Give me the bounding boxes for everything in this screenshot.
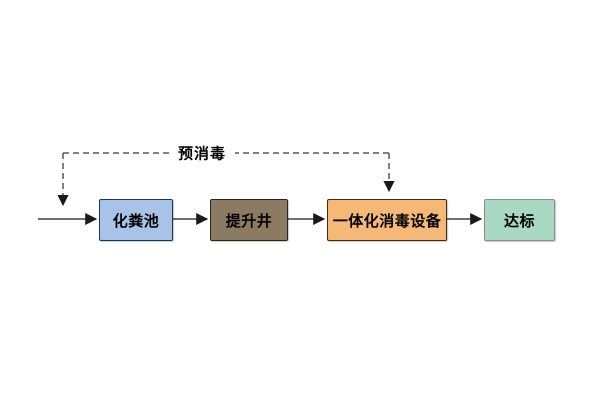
node-integrated-disinfection: 一体化消毒设备 [327,199,447,241]
node-septic-tank-label: 化粪池 [112,211,160,230]
node-compliant-discharge: 达标 [484,199,555,241]
node-septic-tank: 化粪池 [99,199,173,241]
node-compliant-discharge-label: 达标 [503,211,535,230]
node-integrated-disinfection-label: 一体化消毒设备 [332,211,442,230]
node-lift-well-label: 提升井 [225,211,273,230]
node-lift-well: 提升井 [210,199,288,241]
pre-disinfection-label: 预消毒 [168,141,236,165]
